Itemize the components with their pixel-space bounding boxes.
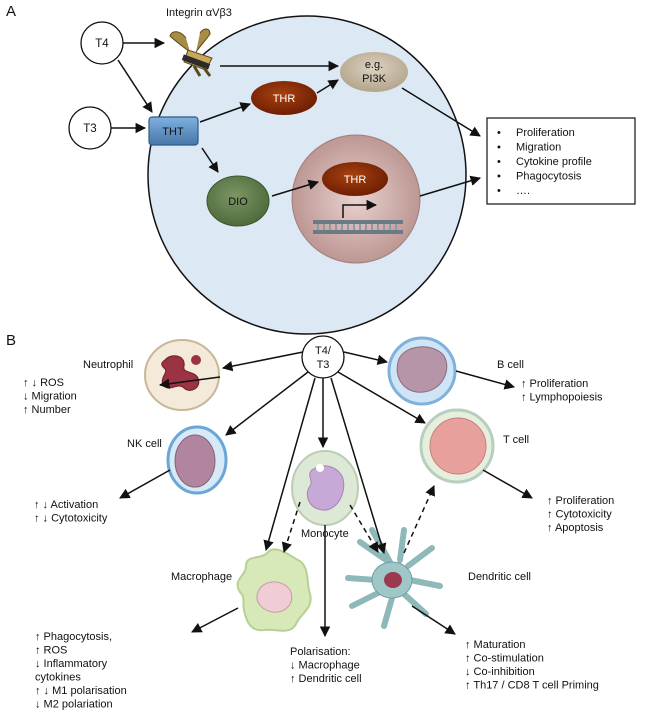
tcell-effects: ↑ Proliferation ↑ Cytotoxicity↑ Apoptosis	[547, 495, 614, 534]
neutrophil-effect-1: ↓ Migration	[23, 391, 77, 403]
outcome-bullet-0: •	[497, 127, 501, 139]
tht-transporter: THT	[148, 116, 199, 146]
nkcell-effects: ↑ ↓ Activation ↑ ↓ Cytotoxicity	[34, 499, 108, 525]
monocyte-effect-2: ↑ Dendritic cell	[290, 673, 362, 685]
dendritic-effect-1: ↑ Co-stimulation	[465, 653, 544, 665]
thr-cytoplasmic: THR	[251, 81, 317, 115]
bcell-icon	[387, 336, 457, 406]
t3-node: T3	[68, 106, 112, 150]
tht-label: THT	[162, 126, 184, 138]
nkcell-icon	[166, 425, 228, 495]
nucleus: THR	[291, 134, 421, 264]
outcome-item-3: Phagocytosis	[516, 171, 582, 183]
nkcell-name: NK cell	[127, 438, 162, 450]
center-line2: T3	[317, 359, 330, 371]
outcome-bullet-1: •	[497, 142, 501, 154]
macrophage-effect-2: ↓ Inflammatory	[35, 658, 108, 670]
dendritic-icon	[345, 527, 443, 629]
t3-label: T3	[83, 123, 96, 135]
outcome-bullet-3: •	[497, 171, 501, 183]
outcome-bullet-4: •	[497, 185, 501, 197]
outcome-item-2: Cytokine profile	[516, 156, 592, 168]
macrophage-icon	[236, 548, 312, 632]
bcell-effect-1: ↑ Lymphopoiesis	[521, 392, 603, 404]
monocyte-effects: Polarisation: ↓ Macrophage↑ Dendritic cel…	[290, 646, 362, 685]
t4-node: T4	[80, 21, 124, 65]
tcell-icon	[419, 408, 495, 484]
outcome-item-0: Proliferation	[516, 127, 575, 139]
bcell-name: B cell	[497, 359, 524, 371]
macrophage-effect-4: ↑ ↓ M1 polarisation	[35, 685, 127, 697]
tcell-name: T cell	[503, 434, 529, 446]
dio-node: DIO	[206, 175, 270, 227]
neutrophil-icon	[144, 339, 220, 411]
outcome-bullet-2: •	[497, 156, 501, 168]
integrin-icon	[169, 28, 213, 77]
pi3k-line2: PI3K	[362, 73, 387, 85]
monocyte-effect-0: Polarisation:	[290, 646, 351, 658]
outcomes-box: • Proliferation • Migration • Cytokine profil…	[486, 117, 636, 205]
tcell-effect-2: ↑ Apoptosis	[547, 522, 604, 534]
t4-t3-node: T4/ T3	[301, 335, 345, 379]
outcome-item-1: Migration	[516, 142, 561, 154]
bcell-effect-0: ↑ Proliferation	[521, 378, 588, 390]
t4-label: T4	[95, 38, 109, 50]
dendritic-effect-0: ↑ Maturation	[465, 639, 526, 651]
thr-nuclear	[322, 162, 388, 196]
nkcell-effect-0: ↑ ↓ Activation	[34, 499, 98, 511]
macrophage-effect-0: ↑ Phagocytosis,	[35, 631, 112, 643]
dendritic-name: Dendritic cell	[468, 571, 531, 583]
dendritic-effect-3: ↑ Th17 / CD8 T cell Priming	[465, 680, 599, 692]
neutrophil-effect-0: ↑ ↓ ROS	[23, 377, 64, 389]
panel-a-label: A	[6, 3, 16, 20]
pi3k-node: e.g. PI3K	[340, 52, 408, 92]
center-line1: T4/	[315, 345, 332, 357]
panel-b-arrows	[119, 351, 533, 638]
thr-label: THR	[273, 93, 296, 105]
nucleus-thr-label: THR	[344, 174, 367, 186]
macrophage-effect-3: cytokines	[35, 672, 81, 684]
macrophage-effects: ↑ Phagocytosis, ↑ ROS↓ Inflammatory cytoki…	[35, 631, 127, 711]
tcell-effect-1: ↑ Cytotoxicity	[547, 509, 612, 521]
panel-b-label: B	[6, 332, 16, 349]
dio-label: DIO	[228, 196, 248, 208]
pi3k-line1: e.g.	[365, 59, 383, 71]
dna-icon	[313, 220, 403, 234]
neutrophil-name: Neutrophil	[83, 359, 133, 371]
macrophage-name: Macrophage	[171, 571, 232, 583]
nkcell-effect-1: ↑ ↓ Cytotoxicity	[34, 513, 108, 525]
panel-a-arrows	[111, 37, 482, 197]
macrophage-effect-5: ↓ M2 polariation	[35, 699, 113, 711]
bcell-effects: ↑ Proliferation ↑ Lymphopoiesis	[521, 378, 603, 404]
monocyte-effect-1: ↓ Macrophage	[290, 660, 360, 672]
monocyte-icon	[291, 450, 359, 526]
dendritic-effect-2: ↓ Co-inhibition	[465, 666, 535, 678]
macrophage-effect-1: ↑ ROS	[35, 645, 67, 657]
neutrophil-effects: ↑ ↓ ROS ↓ Migration↑ Number	[23, 377, 77, 416]
transcription-arrow	[342, 199, 378, 218]
tcell-effect-0: ↑ Proliferation	[547, 495, 614, 507]
neutrophil-effect-2: ↑ Number	[23, 404, 71, 416]
integrin-label: Integrin αVβ3	[166, 7, 232, 19]
dendritic-effects: ↑ Maturation ↑ Co-stimulation↓ Co-inhibit…	[465, 639, 599, 692]
outcome-item-4: ….	[516, 185, 530, 197]
